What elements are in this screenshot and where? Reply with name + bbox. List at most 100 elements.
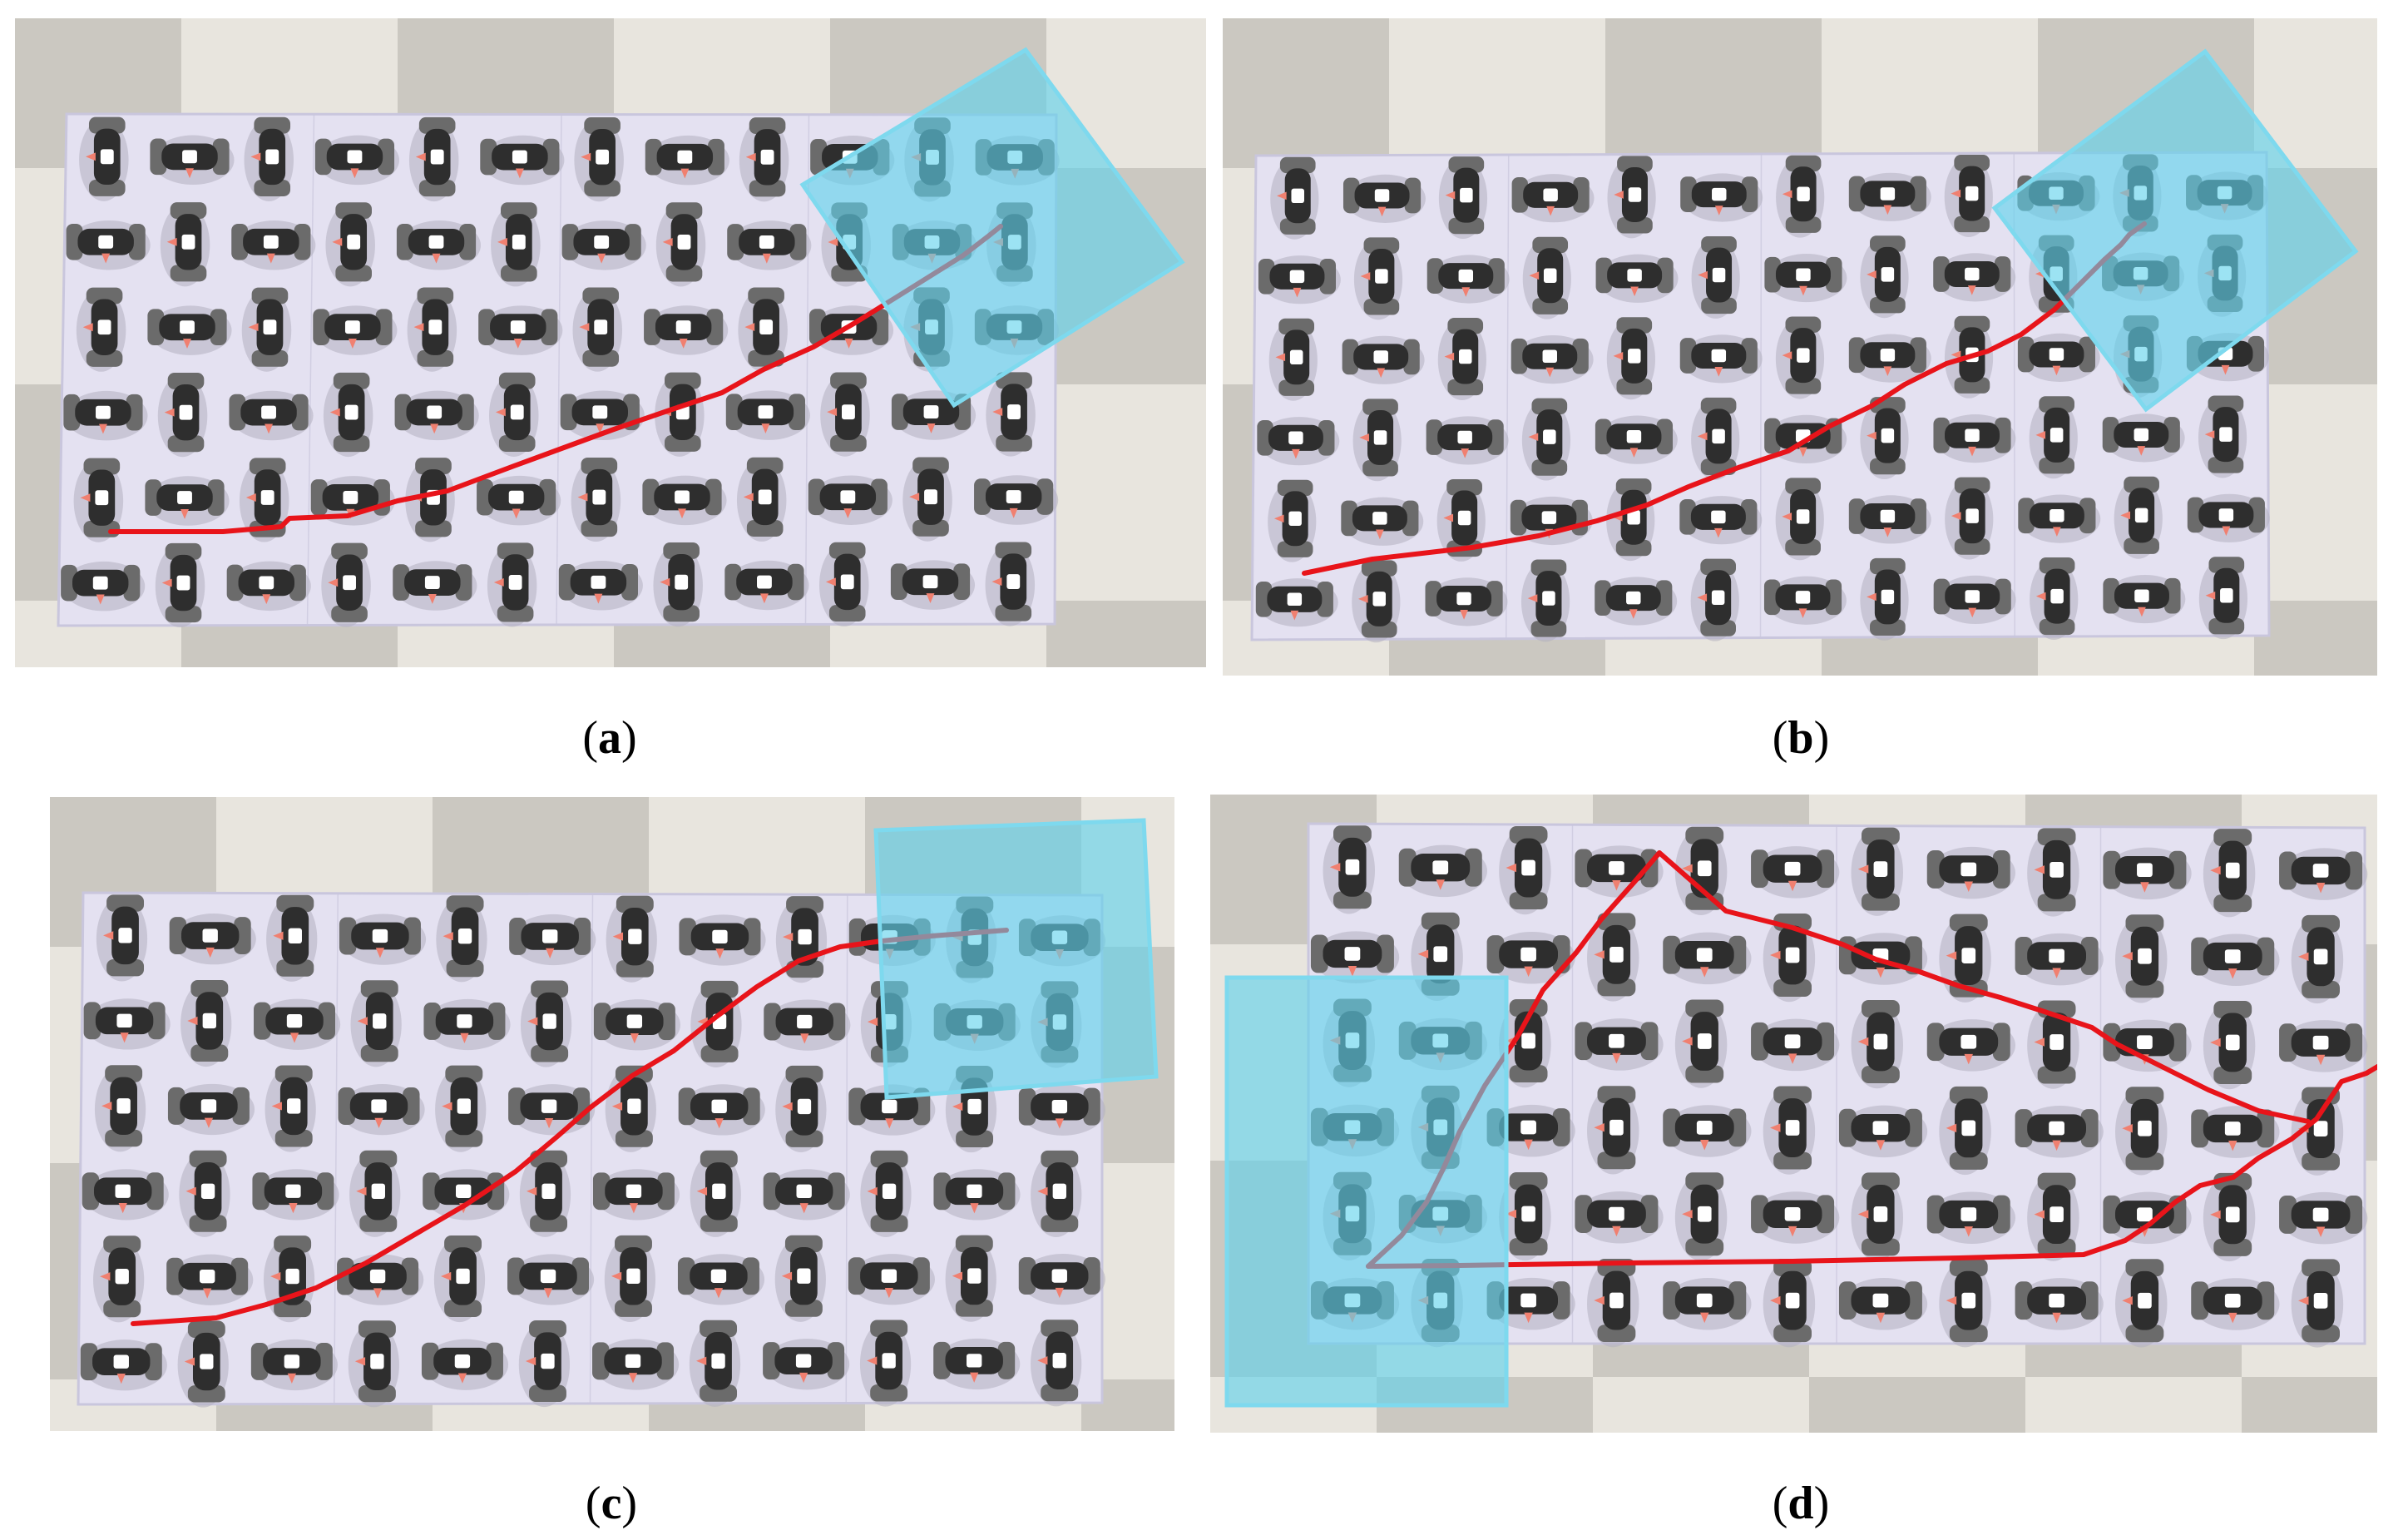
omni-wheel-module-icon xyxy=(436,895,487,983)
omni-wheel-module-icon xyxy=(1437,318,1486,400)
omni-wheel-module-icon xyxy=(1751,1191,1840,1244)
omni-wheel-module-icon xyxy=(819,542,869,626)
omni-wheel-module-icon xyxy=(226,561,311,612)
omni-wheel-module-icon xyxy=(606,895,657,983)
omni-wheel-module-icon xyxy=(1775,316,1825,399)
caption-d: (d) xyxy=(1772,1478,1830,1529)
omni-wheel-module-icon xyxy=(2191,1106,2280,1158)
omni-wheel-module-icon xyxy=(2015,933,2104,986)
omni-wheel-module-icon xyxy=(1398,844,1487,898)
omni-wheel-module-icon xyxy=(2203,829,2256,918)
caption-c-letter: c xyxy=(601,1478,622,1529)
omni-wheel-module-icon xyxy=(689,1320,741,1407)
omni-wheel-module-icon xyxy=(507,1254,595,1305)
omni-wheel-module-icon xyxy=(433,1235,486,1323)
omni-wheel-module-icon xyxy=(645,135,729,186)
omni-wheel-module-icon xyxy=(1674,1172,1728,1261)
omni-wheel-module-icon xyxy=(653,542,703,627)
omni-wheel-module-icon xyxy=(1436,478,1486,562)
omni-wheel-module-icon xyxy=(1691,235,1740,319)
omni-wheel-module-icon xyxy=(396,220,482,270)
omni-wheel-module-icon xyxy=(1751,1018,1840,1072)
omni-wheel-module-icon xyxy=(985,542,1036,626)
omni-wheel-module-icon xyxy=(1663,1277,1752,1330)
panel-a-scene xyxy=(15,18,1206,667)
omni-wheel-module-icon xyxy=(724,560,809,611)
omni-wheel-module-icon xyxy=(2017,333,2100,382)
panel-d-scene xyxy=(1210,795,2377,1433)
omni-wheel-module-icon xyxy=(2198,395,2247,478)
omni-wheel-module-icon xyxy=(2291,1087,2344,1176)
omni-wheel-module-icon xyxy=(1939,1259,1991,1348)
omni-wheel-module-icon xyxy=(1763,576,1847,625)
omni-wheel-module-icon xyxy=(254,998,341,1050)
omni-wheel-module-icon xyxy=(739,117,789,202)
omni-wheel-module-icon xyxy=(690,1150,741,1237)
omni-wheel-module-icon xyxy=(986,372,1036,457)
omni-wheel-module-icon xyxy=(1595,577,1678,626)
omni-wheel-module-icon xyxy=(94,1065,146,1152)
omni-wheel-module-icon xyxy=(1341,497,1424,546)
omni-wheel-module-icon xyxy=(860,1150,912,1237)
omni-wheel-module-icon xyxy=(338,1083,425,1136)
omni-wheel-module-icon xyxy=(1595,415,1678,464)
omni-wheel-module-icon xyxy=(1499,826,1551,915)
omni-wheel-module-icon xyxy=(250,1339,338,1391)
omni-wheel-module-icon xyxy=(2198,557,2248,640)
omni-wheel-module-icon xyxy=(2018,494,2101,543)
omni-wheel-module-icon xyxy=(1848,172,1931,221)
omni-wheel-module-icon xyxy=(1944,155,1993,237)
omni-wheel-module-icon xyxy=(80,1339,167,1391)
omni-wheel-module-icon xyxy=(423,998,511,1051)
omni-wheel-module-icon xyxy=(2114,476,2163,559)
omni-wheel-module-icon xyxy=(1586,1259,1639,1348)
omni-wheel-module-icon xyxy=(1776,155,1825,238)
omni-wheel-module-icon xyxy=(1848,495,1931,544)
obstacle-block xyxy=(1224,975,1509,1408)
omni-wheel-module-icon xyxy=(407,287,457,372)
omni-wheel-module-icon xyxy=(1933,253,2016,302)
omni-wheel-module-icon xyxy=(252,1169,339,1221)
omni-wheel-module-icon xyxy=(157,373,208,458)
omni-wheel-module-icon xyxy=(1575,1191,1664,1244)
omni-wheel-module-icon xyxy=(1851,1172,1904,1261)
omni-wheel-module-icon xyxy=(244,116,294,201)
omni-wheel-module-icon xyxy=(1438,156,1488,240)
omni-wheel-module-icon xyxy=(572,287,623,372)
omni-wheel-module-icon xyxy=(1926,846,2015,899)
omni-wheel-module-icon xyxy=(393,561,477,611)
omni-wheel-module-icon xyxy=(73,458,124,542)
omni-wheel-module-icon xyxy=(63,390,148,441)
omni-wheel-module-icon xyxy=(2291,1259,2344,1348)
omni-wheel-module-icon xyxy=(167,1083,255,1136)
omni-wheel-module-icon xyxy=(350,980,402,1067)
obstacle-block xyxy=(799,47,1185,409)
omni-wheel-module-icon xyxy=(677,1254,765,1305)
omni-wheel-module-icon xyxy=(561,220,646,270)
omni-wheel-module-icon xyxy=(93,1235,145,1323)
omni-wheel-module-icon xyxy=(265,1065,316,1152)
omni-wheel-module-icon xyxy=(1499,999,1551,1088)
omni-wheel-module-icon xyxy=(738,287,788,372)
omni-wheel-module-icon xyxy=(1522,236,1571,319)
omni-wheel-module-icon xyxy=(890,560,976,610)
omni-wheel-module-icon xyxy=(2029,396,2078,479)
trajectory-path xyxy=(131,928,1009,1326)
omni-wheel-module-icon xyxy=(2191,933,2280,986)
omni-wheel-module-icon xyxy=(1425,577,1508,626)
omni-wheel-module-icon xyxy=(325,202,375,287)
omni-wheel-module-icon xyxy=(1268,479,1317,562)
omni-wheel-module-icon xyxy=(1031,1150,1082,1237)
omni-wheel-module-icon xyxy=(1674,999,1728,1088)
omni-wheel-module-icon xyxy=(1851,999,1904,1089)
omni-wheel-module-icon xyxy=(2103,847,2192,900)
omni-wheel-module-icon xyxy=(2103,574,2186,624)
omni-wheel-module-icon xyxy=(679,914,766,966)
omni-wheel-module-icon xyxy=(974,475,1059,525)
omni-wheel-module-icon xyxy=(82,1169,169,1221)
omni-wheel-module-icon xyxy=(2015,1278,2104,1330)
omni-wheel-module-icon xyxy=(1945,477,1994,560)
omni-wheel-module-icon xyxy=(2203,1000,2256,1090)
omni-wheel-module-icon xyxy=(520,980,572,1067)
modular-floor-mat xyxy=(57,112,1060,628)
